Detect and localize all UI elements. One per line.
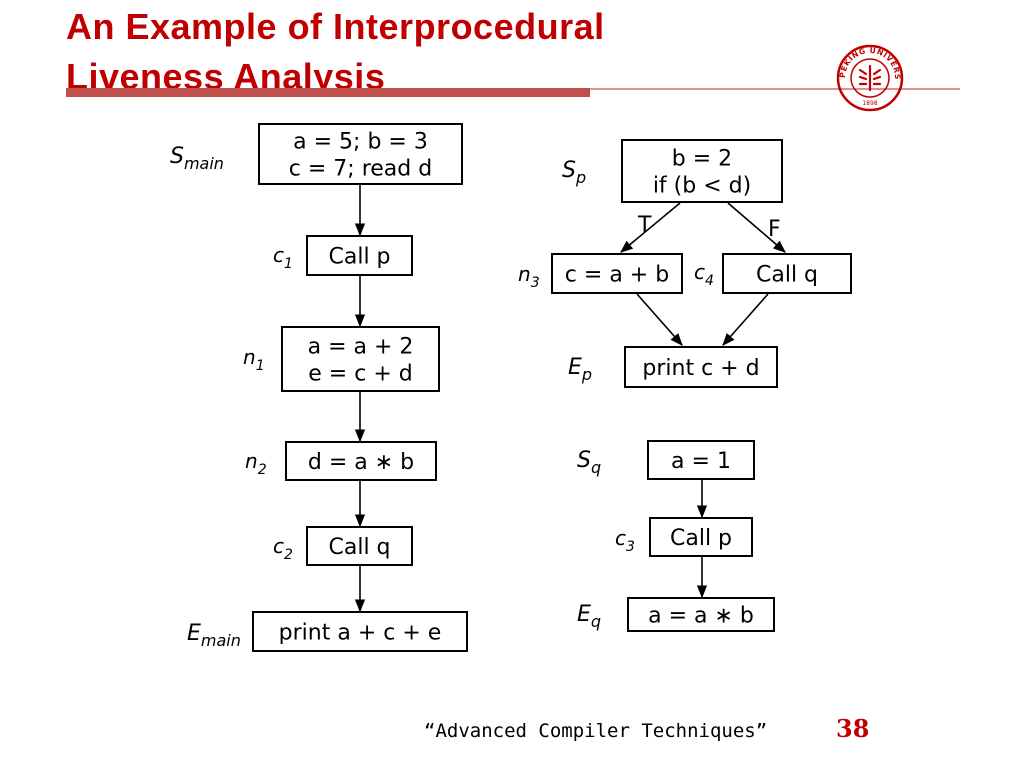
node-e-q: a = a ∗ b Eq <box>577 597 775 632</box>
node-statement: a = a + 2 <box>308 335 414 360</box>
node-n2: d = a ∗ b n2 <box>245 441 437 481</box>
title-divider-line <box>590 88 960 90</box>
node-statement: print c + d <box>642 356 759 381</box>
node-statement: if (b < d) <box>653 174 751 199</box>
node-box <box>281 326 440 392</box>
node-box <box>252 611 468 652</box>
node-c2: Call q c2 <box>273 526 413 566</box>
node-statement: d = a ∗ b <box>308 450 414 475</box>
edge-c4-to-e_p <box>722 293 769 346</box>
node-box <box>647 440 755 480</box>
edge-s_p-to-n3 <box>620 202 681 253</box>
node-c1: Call p c1 <box>273 235 413 276</box>
logo-year: 1898 <box>862 100 877 107</box>
node-n1: a = a + 2e = c + d n1 <box>243 326 440 392</box>
node-statement: a = 5; b = 3 <box>293 130 428 155</box>
node-statement: print a + c + e <box>279 621 442 646</box>
node-c4: Call q c4 <box>694 253 852 294</box>
node-statement: a = 1 <box>671 449 731 474</box>
node-label: n1 <box>243 345 265 374</box>
node-box <box>306 526 413 566</box>
node-statement: a = a ∗ b <box>648 604 754 629</box>
title-line-1: An Example of Interprocedural <box>66 6 605 47</box>
title-accent-bar <box>66 88 590 97</box>
node-label: c4 <box>694 260 714 289</box>
node-label: n2 <box>245 449 267 478</box>
node-box <box>621 139 783 203</box>
edge-label-f: F <box>768 217 781 242</box>
node-statement: Call p <box>670 526 732 551</box>
node-label: Sp <box>562 158 586 187</box>
node-label: n3 <box>518 262 540 291</box>
node-statement: c = 7; read d <box>289 157 432 182</box>
slide-title: An Example of Interprocedural Liveness A… <box>66 2 605 102</box>
node-label: Smain <box>170 144 224 173</box>
node-statement: Call p <box>328 245 390 270</box>
node-box <box>258 123 463 185</box>
node-label: Emain <box>187 621 241 650</box>
node-box <box>722 253 852 294</box>
edge-n3-to-e_p <box>636 293 683 346</box>
node-s-q: a = 1 Sq <box>577 440 755 480</box>
node-box <box>551 253 683 294</box>
node-box <box>627 597 775 632</box>
node-statement: Call q <box>756 263 818 288</box>
node-label: c3 <box>615 526 635 555</box>
node-n3: c = a + b n3 <box>518 253 683 294</box>
node-e-p: print c + d Ep <box>568 346 778 388</box>
node-statement: e = c + d <box>308 362 412 387</box>
node-s-p: b = 2if (b < d) Sp <box>562 139 783 203</box>
node-statement: b = 2 <box>672 147 732 172</box>
page-number: 38 <box>836 714 870 743</box>
edge-s_p-to-c4 <box>727 202 786 253</box>
node-label: Sq <box>577 448 601 477</box>
node-label: Ep <box>568 355 592 384</box>
node-label: c2 <box>273 534 293 563</box>
node-label: c1 <box>273 243 293 272</box>
node-box <box>624 346 778 388</box>
node-statement: c = a + b <box>565 263 669 288</box>
university-logo: PEKING UNIVERSITY 1898 <box>836 44 904 112</box>
node-box <box>306 235 413 276</box>
node-statement: Call q <box>328 535 390 560</box>
node-box <box>285 441 437 481</box>
footer-course-title: “Advanced Compiler Techniques” <box>424 720 768 742</box>
logo-emblem-icon <box>858 64 882 92</box>
node-box <box>649 517 753 557</box>
node-label: Eq <box>577 602 601 631</box>
edge-label-t: T <box>637 213 652 238</box>
node-c3: Call p c3 <box>615 517 753 557</box>
node-e-main: print a + c + e Emain <box>187 611 468 652</box>
node-s-main: a = 5; b = 3c = 7; read d Smain <box>170 123 463 185</box>
